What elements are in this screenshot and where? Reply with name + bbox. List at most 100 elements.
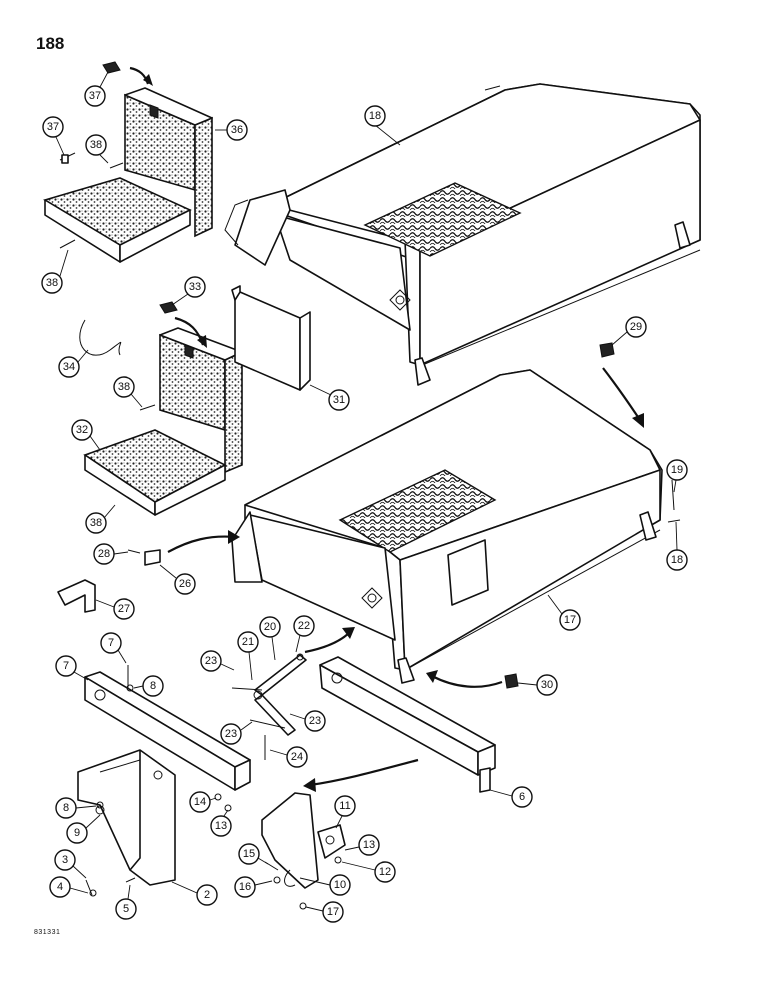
svg-text:28: 28: [98, 548, 110, 560]
svg-text:19: 19: [671, 464, 683, 476]
callout-8b: 8: [55, 797, 77, 819]
callout-7: 7: [100, 632, 122, 654]
callout-24a: 23: [200, 650, 222, 672]
callout-9: 9: [66, 822, 88, 844]
svg-text:6: 6: [519, 791, 525, 803]
svg-text:7: 7: [108, 637, 114, 649]
seat-plate: [231, 285, 311, 391]
callout-29b: 30: [536, 674, 558, 696]
callout-38a: 38: [41, 272, 63, 294]
svg-text:18: 18: [671, 554, 683, 566]
svg-text:15: 15: [243, 848, 255, 860]
callout-15: 15: [238, 843, 260, 865]
svg-text:7: 7: [63, 660, 69, 672]
svg-text:23: 23: [205, 655, 217, 667]
seat-box-lower: [83, 327, 243, 516]
callout-36: 37: [42, 116, 64, 138]
svg-text:38: 38: [90, 517, 102, 529]
figure-code: 831331: [34, 929, 61, 936]
svg-text:30: 30: [541, 679, 553, 691]
callout-26: 26: [174, 573, 196, 595]
callout-8a: 8: [142, 675, 164, 697]
svg-text:27: 27: [118, 603, 130, 615]
callout-24b: 23: [220, 723, 242, 745]
svg-text:34: 34: [63, 361, 75, 373]
callout-28: 28: [93, 543, 115, 565]
svg-text:38: 38: [90, 139, 102, 151]
callout-3: 4: [49, 876, 71, 898]
callout-21: 19: [666, 459, 688, 481]
svg-text:23: 23: [225, 728, 237, 740]
callout-38b: 38: [85, 512, 107, 534]
mount-bracket-left: [77, 749, 176, 886]
callout-37b: 38: [113, 376, 135, 398]
callout-5: 6: [511, 786, 533, 808]
callout-31: 32: [71, 419, 93, 441]
hood-lower: [231, 369, 663, 684]
callout-35: 37: [84, 85, 106, 107]
callout-23a: 21: [237, 631, 259, 653]
callout-13a: 13: [210, 815, 232, 837]
callout-2: 3: [54, 849, 76, 871]
svg-text:5: 5: [123, 903, 129, 915]
svg-text:37: 37: [89, 90, 101, 102]
callout-37a: 38: [85, 134, 107, 156]
svg-text:17: 17: [564, 614, 576, 626]
callout-1: 2: [196, 884, 218, 906]
callout-14: 14: [189, 791, 211, 813]
callout-30: 31: [328, 389, 350, 411]
svg-text:9: 9: [74, 827, 80, 839]
svg-text:8: 8: [150, 680, 156, 692]
rail-left: [84, 671, 251, 791]
svg-text:18: 18: [369, 110, 381, 122]
svg-text:36: 36: [231, 124, 243, 136]
svg-text:12: 12: [379, 866, 391, 878]
callout-25: 24: [286, 746, 308, 768]
callout-23c: 23: [304, 710, 326, 732]
callout-27: 27: [113, 598, 135, 620]
callout-4: 5: [115, 898, 137, 920]
svg-text:37: 37: [47, 121, 59, 133]
svg-text:4: 4: [57, 881, 63, 893]
callout-22: 20: [259, 616, 281, 638]
svg-text:31: 31: [333, 394, 345, 406]
svg-text:20: 20: [264, 621, 276, 633]
callout-18: 18: [364, 105, 386, 127]
mount-bracket-right: [261, 792, 346, 889]
svg-text:21: 21: [242, 636, 254, 648]
callout-20: 18: [666, 549, 688, 571]
callout-29a: 29: [625, 316, 647, 338]
svg-text:38: 38: [118, 381, 130, 393]
callout-23b: 22: [293, 615, 315, 637]
callout-32: 33: [184, 276, 206, 298]
svg-text:13: 13: [215, 820, 227, 832]
svg-text:24: 24: [291, 751, 303, 763]
callout-34: 36: [226, 119, 248, 141]
svg-text:14: 14: [194, 796, 206, 808]
svg-text:16: 16: [239, 881, 251, 893]
callout-13b: 13: [358, 834, 380, 856]
svg-text:10: 10: [334, 879, 346, 891]
callout-10: 10: [329, 874, 351, 896]
callout-11: 11: [334, 795, 356, 817]
assembly-arrows: [129, 66, 644, 792]
svg-text:13: 13: [363, 839, 375, 851]
callout-6: 7: [55, 655, 77, 677]
svg-text:23: 23: [309, 715, 321, 727]
svg-text:33: 33: [189, 281, 201, 293]
svg-text:11: 11: [339, 800, 350, 812]
callouts: 18 36 37 37 38 38 33 34 38 31 32 38 29 1…: [41, 71, 688, 923]
callout-16: 16: [234, 876, 256, 898]
rail-right: [319, 656, 496, 793]
callout-12: 12: [374, 861, 396, 883]
svg-text:29: 29: [630, 321, 642, 333]
svg-text:38: 38: [46, 277, 58, 289]
hinge-linkage: [231, 653, 307, 760]
callout-19: 17: [559, 609, 581, 631]
svg-text:8: 8: [63, 802, 69, 814]
svg-text:26: 26: [179, 578, 191, 590]
fasteners: [85, 665, 342, 910]
seat-box-upper: [43, 87, 213, 263]
svg-text:2: 2: [204, 889, 210, 901]
